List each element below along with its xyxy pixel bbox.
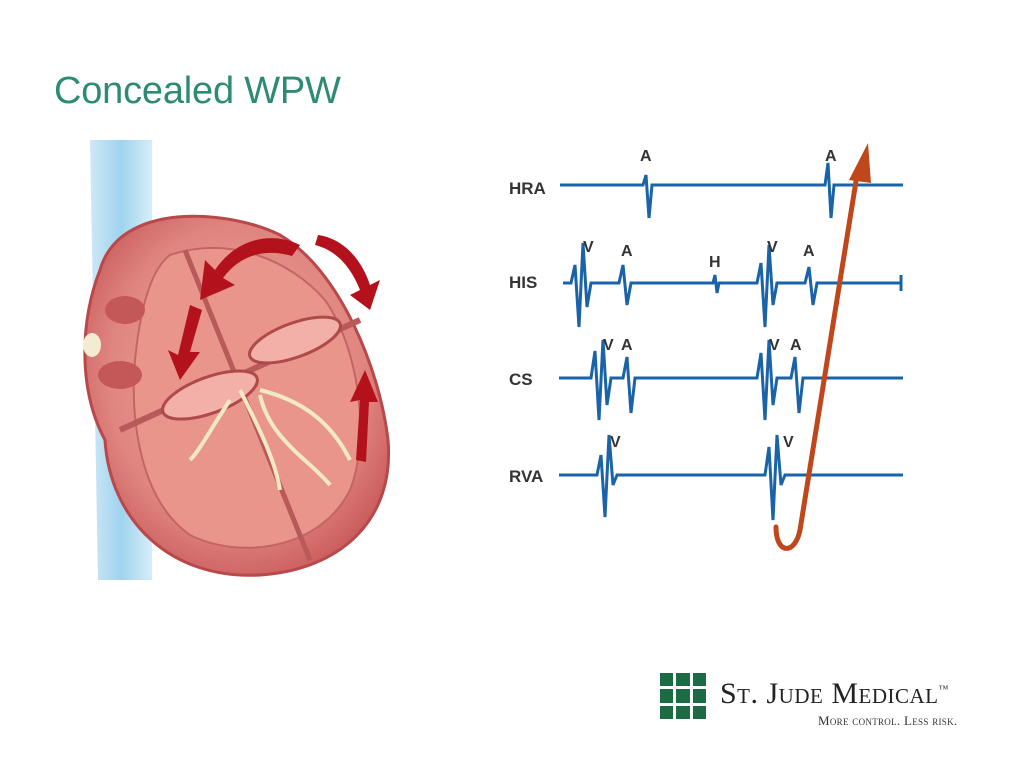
- channel-label-cs: CS: [509, 370, 533, 389]
- marker-his-v2: V: [767, 239, 778, 256]
- channel-label-hra: HRA: [509, 179, 546, 198]
- marker-his-v1: V: [583, 239, 594, 256]
- marker-his-h: H: [709, 254, 721, 271]
- heart-arrow-lower: [350, 370, 378, 462]
- marker-cs-a2: A: [790, 337, 802, 354]
- marker-rva-v1: V: [610, 434, 621, 451]
- channel-label-rva: RVA: [509, 467, 543, 486]
- marker-cs-v1: V: [603, 337, 614, 354]
- heart-arrow-left: [168, 305, 202, 380]
- channel-label-his: HIS: [509, 273, 537, 292]
- retrograde-arrow-head: [849, 143, 871, 183]
- marker-hra-a2: A: [825, 148, 837, 165]
- logo-name: St. Jude Medical™: [720, 677, 949, 710]
- electrogram-diagram: HRA HIS CS RVA A A V A H V A V A V A V V: [495, 135, 915, 565]
- slide-title: Concealed WPW: [54, 70, 341, 112]
- company-logo: St. Jude Medical™ More control. Less ris…: [660, 673, 990, 733]
- heart-arrow-top: [200, 238, 300, 300]
- marker-cs-v2: V: [769, 337, 780, 354]
- heart-arrow-right: [315, 235, 380, 310]
- marker-his-a1: A: [621, 243, 633, 260]
- marker-rva-v2: V: [783, 434, 794, 451]
- trace-his: [563, 242, 903, 328]
- trace-rva: [559, 434, 903, 521]
- logo-tagline: More control. Less risk.: [818, 713, 958, 728]
- marker-his-a2: A: [803, 243, 815, 260]
- logo-grid-icon: [660, 673, 706, 719]
- heart-illustration: [60, 140, 420, 590]
- trace-cs: [559, 339, 903, 421]
- trace-hra: [560, 162, 903, 219]
- retrograde-arrow: [773, 172, 860, 551]
- marker-hra-a1: A: [640, 148, 652, 165]
- marker-cs-a1: A: [621, 337, 633, 354]
